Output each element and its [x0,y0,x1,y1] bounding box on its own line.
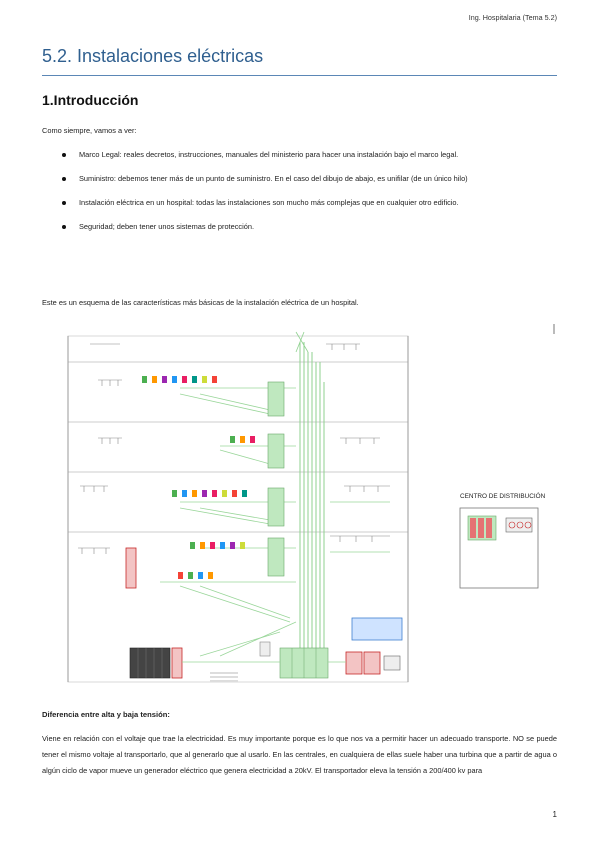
bullet-item: Marco Legal: reales decretos, instruccio… [42,148,557,161]
bullet-icon [62,201,66,205]
distribution-center-label: CENTRO DE DISTRIBUCIÓN [460,491,546,500]
bullet-icon [62,177,66,181]
bullet-list: Marco Legal: reales decretos, instruccio… [42,148,557,244]
running-header: Ing. Hospitalaria (Tema 5.2) [468,13,557,22]
schema-caption: Este es un esquema de las característica… [42,298,359,307]
section-title: 5.2. Instalaciones eléctricas [42,46,264,66]
electrical-schematic-diagram: CENTRO DE DISTRIBUCIÓN [60,322,560,694]
intro-text: Como siempre, vamos a ver: [42,126,137,135]
subheading-voltage: Diferencia entre alta y baja tensión: [42,710,170,719]
bullet-item: Instalación eléctrica en un hospital: to… [42,196,557,209]
page-number: 1 [552,810,557,819]
bullet-item: Seguridad; deben tener unos sistemas de … [42,220,557,233]
bullet-icon [62,153,66,157]
voltage-paragraph: Viene en relación con el voltaje que tra… [42,734,557,776]
heading-introduction: 1.Introducción [42,92,139,108]
bullet-icon [62,225,66,229]
title-underline [42,75,557,76]
bullet-item: Suministro: debemos tener más de un punt… [42,172,557,185]
